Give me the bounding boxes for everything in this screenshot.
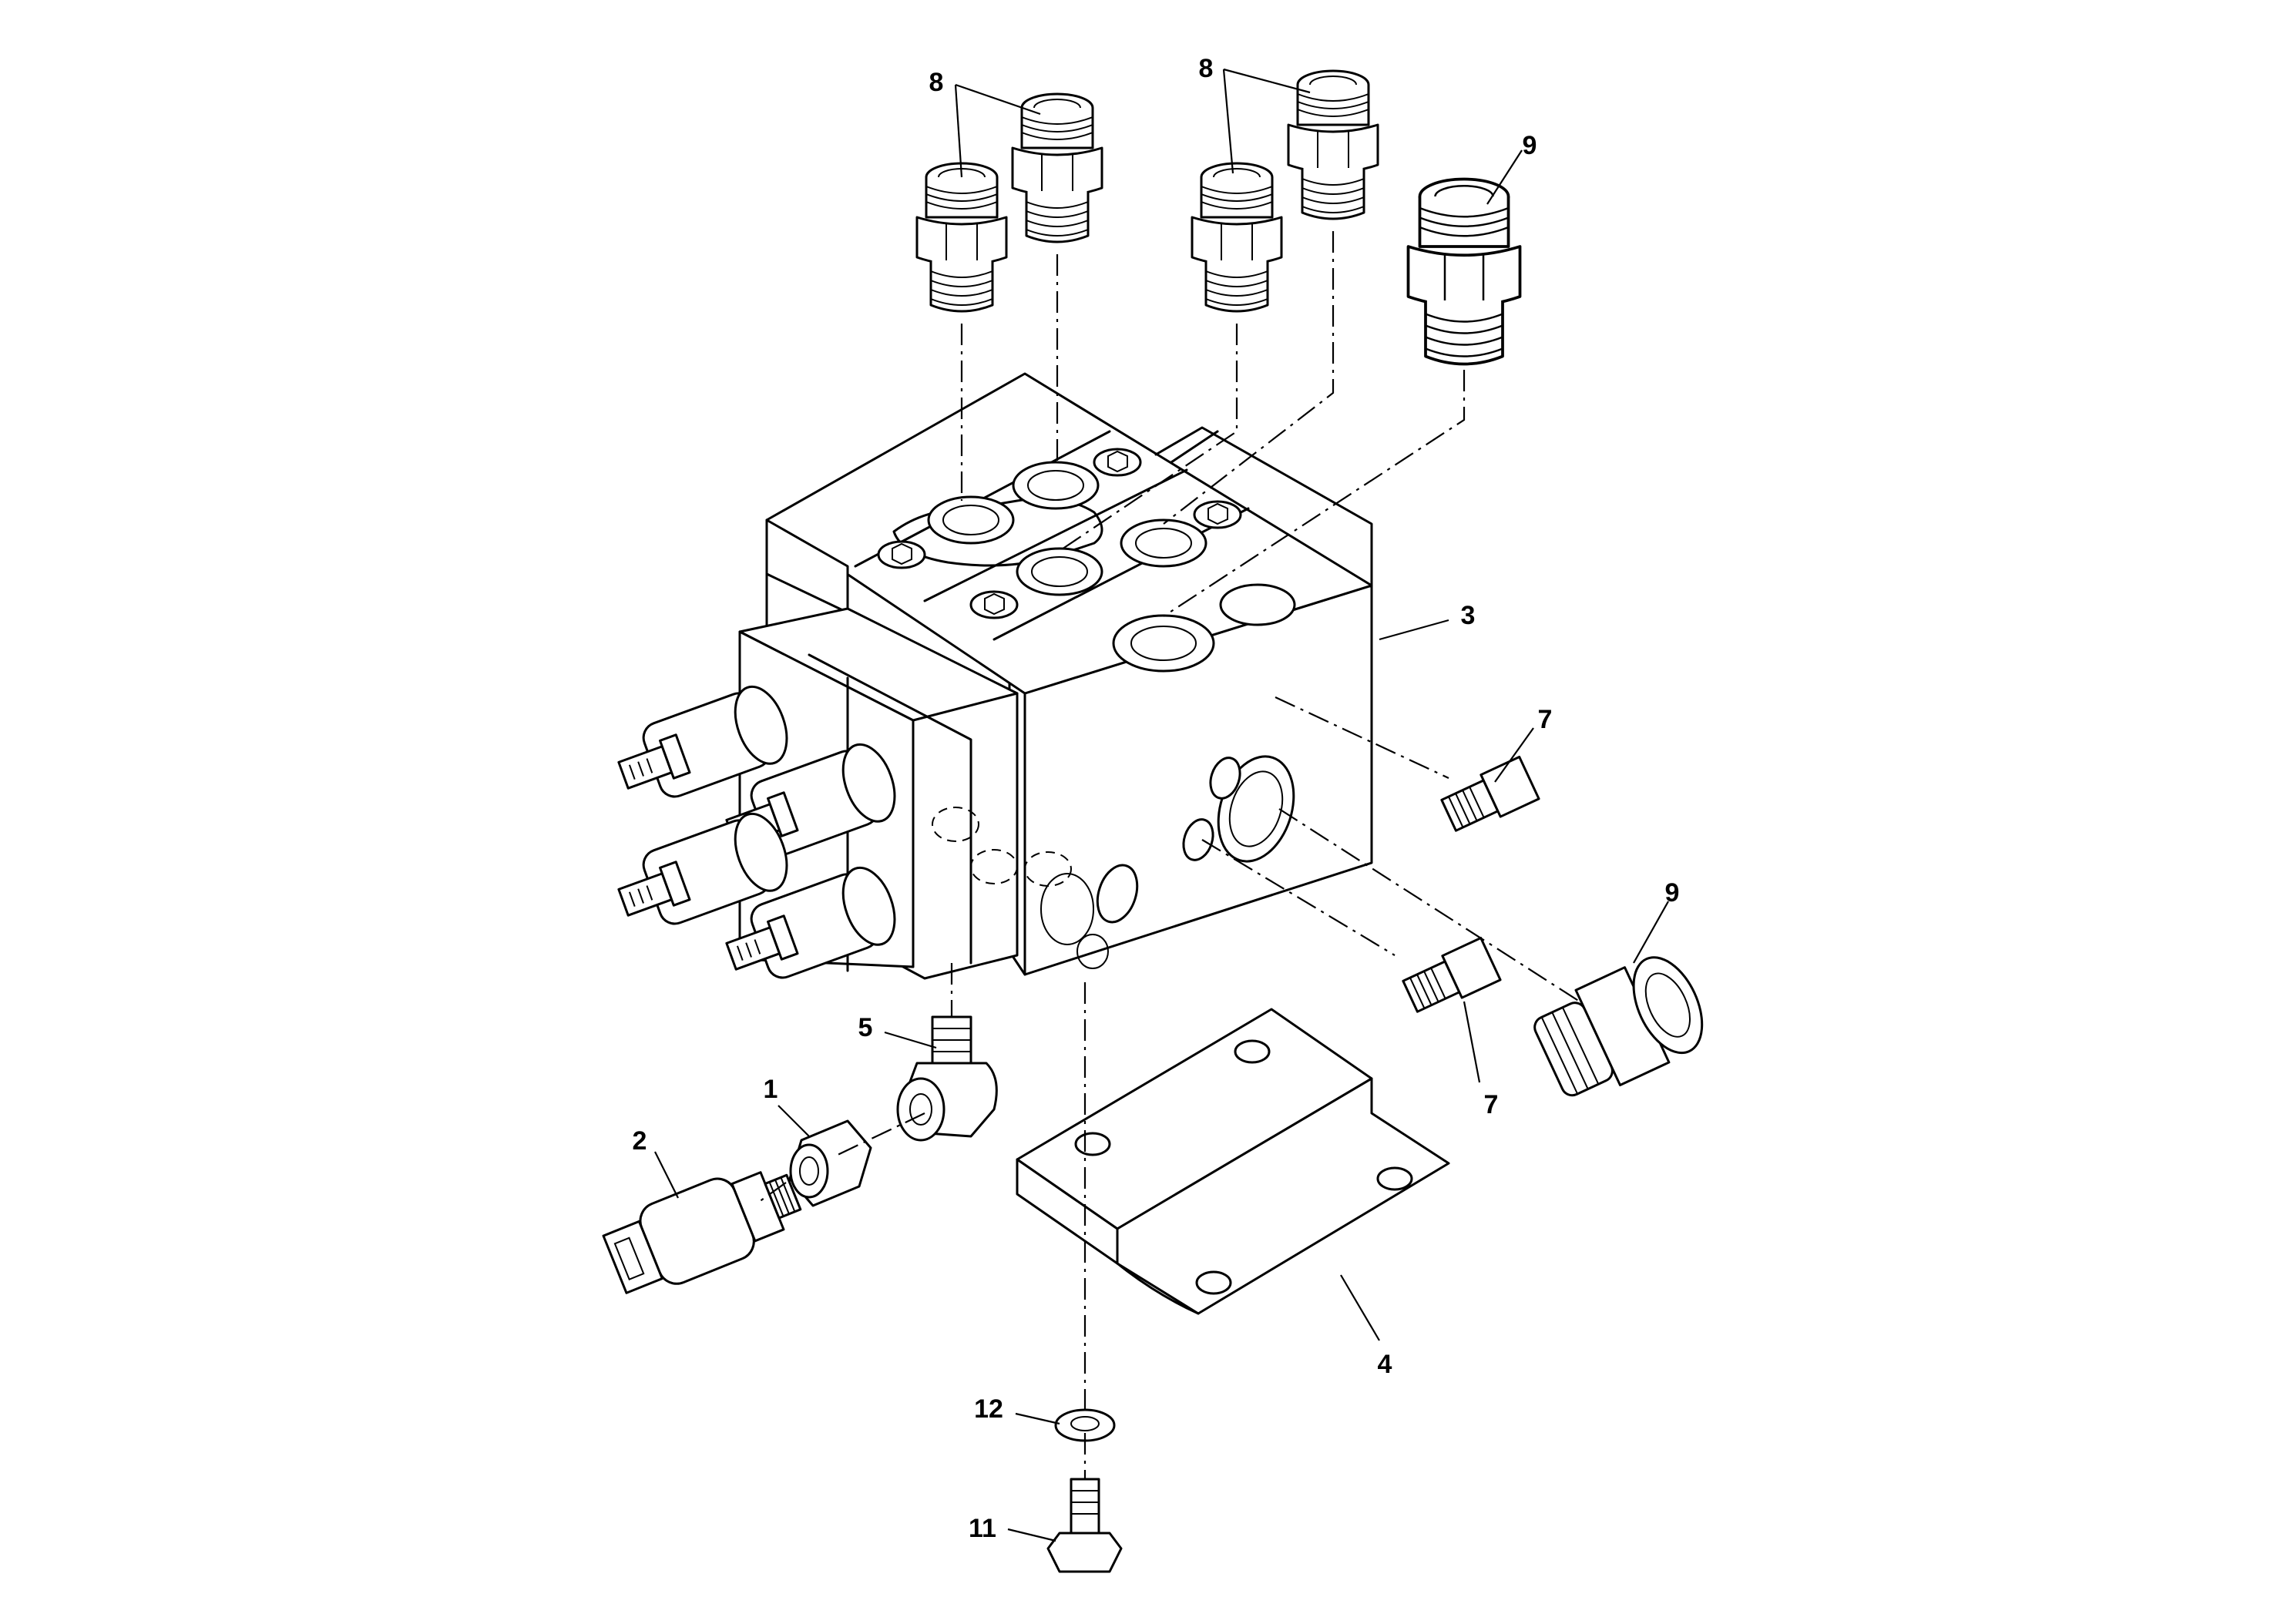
fitting-7-lower	[1402, 936, 1502, 1013]
pressure-switch-2	[602, 1171, 802, 1294]
nut-1	[788, 1119, 872, 1207]
callout-11: 11	[969, 1514, 996, 1543]
fitting-9-side	[1533, 956, 1704, 1097]
assembly-lines	[758, 231, 1580, 1479]
solenoid-coils	[615, 685, 896, 979]
callout-9a: 9	[1523, 131, 1537, 160]
elbow-fitting-5	[896, 1015, 998, 1142]
side-ports	[1040, 755, 1295, 969]
callout-2: 2	[633, 1126, 647, 1156]
callout-3: 3	[1461, 601, 1476, 630]
fitting-9-top	[1406, 177, 1522, 366]
leader-lines	[654, 68, 1669, 1542]
callout-4: 4	[1378, 1350, 1392, 1379]
callout-7a: 7	[1538, 705, 1553, 734]
fitting-8-d	[1287, 69, 1379, 220]
fitting-8-c	[1191, 162, 1283, 313]
fitting-7-upper	[1440, 755, 1540, 832]
bolt-11	[1046, 1478, 1123, 1573]
top-ports	[877, 448, 1296, 673]
mounting-bracket-4	[1016, 1008, 1450, 1315]
callout-9b: 9	[1665, 878, 1680, 908]
callout-labels: 8 8 9 3 7 9 7 5 1 2 4 12 11	[633, 54, 1680, 1543]
callout-8b: 8	[1199, 54, 1214, 83]
fitting-8-a	[915, 162, 1008, 313]
callout-1: 1	[764, 1075, 778, 1104]
callout-7b: 7	[1484, 1090, 1499, 1119]
callout-8a: 8	[929, 68, 944, 97]
callout-12: 12	[974, 1394, 1003, 1424]
valve-block	[615, 372, 1373, 980]
fitting-8-b	[1011, 92, 1103, 243]
callout-5: 5	[858, 1013, 873, 1042]
